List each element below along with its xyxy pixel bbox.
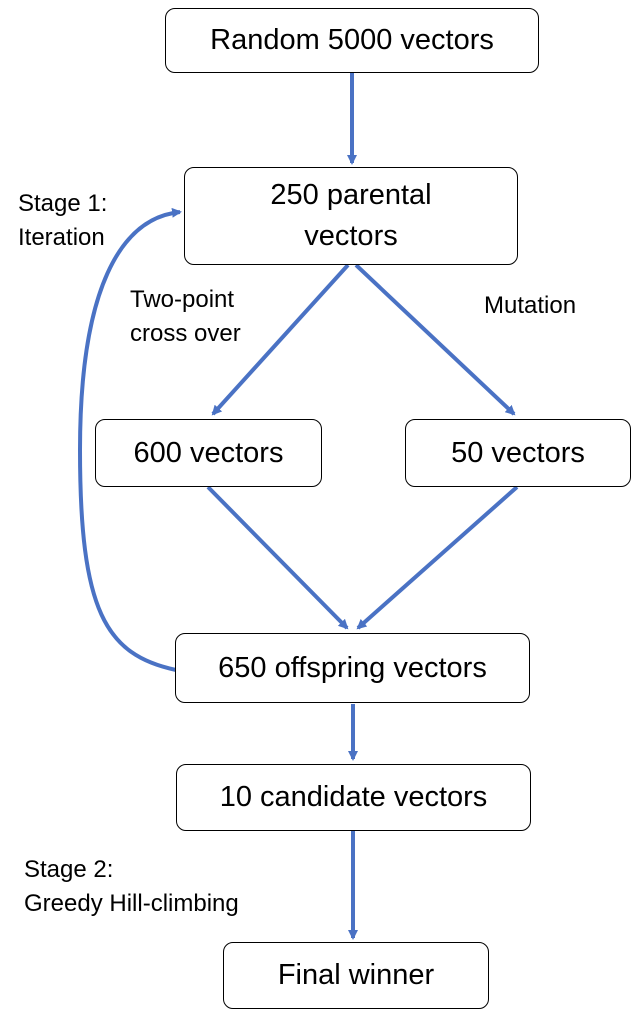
mutation-label: Mutation: [484, 292, 577, 319]
mutation-vectors-box: 50 vectors: [405, 419, 631, 487]
candidate-vectors-box: 10 candidate vectors: [176, 764, 531, 831]
random-vectors-box: Random 5000 vectors: [165, 8, 539, 73]
arrow-parental-to-50: [354, 263, 516, 416]
offspring-vectors-box: 650 offspring vectors: [175, 633, 530, 703]
candidate-vectors-text: 10 candidate vectors: [219, 781, 488, 814]
crossover-label: Two-point cross over: [130, 286, 241, 347]
offspring-vectors-text: 650 offspring vectors: [218, 651, 487, 684]
parental-vectors-box: 250 parental vectors: [184, 167, 518, 265]
parental-vectors-text: 250 parental vectors: [270, 179, 432, 252]
mutation-vectors-text: 50 vectors: [451, 436, 585, 469]
final-winner-text: Final winner: [277, 959, 435, 992]
stage1-label: Stage 1: Iteration: [18, 190, 108, 251]
crossover-vectors-text: 600 vectors: [133, 436, 284, 469]
final-winner-box: Final winner: [223, 942, 489, 1009]
crossover-vectors-box: 600 vectors: [95, 419, 322, 487]
arrow-50-to-offspring: [356, 485, 519, 630]
arrow-600-to-offspring: [206, 485, 349, 630]
stage2-label: Stage 2: Greedy Hill-climbing: [24, 856, 239, 917]
random-vectors-text: Random 5000 vectors: [210, 24, 494, 57]
